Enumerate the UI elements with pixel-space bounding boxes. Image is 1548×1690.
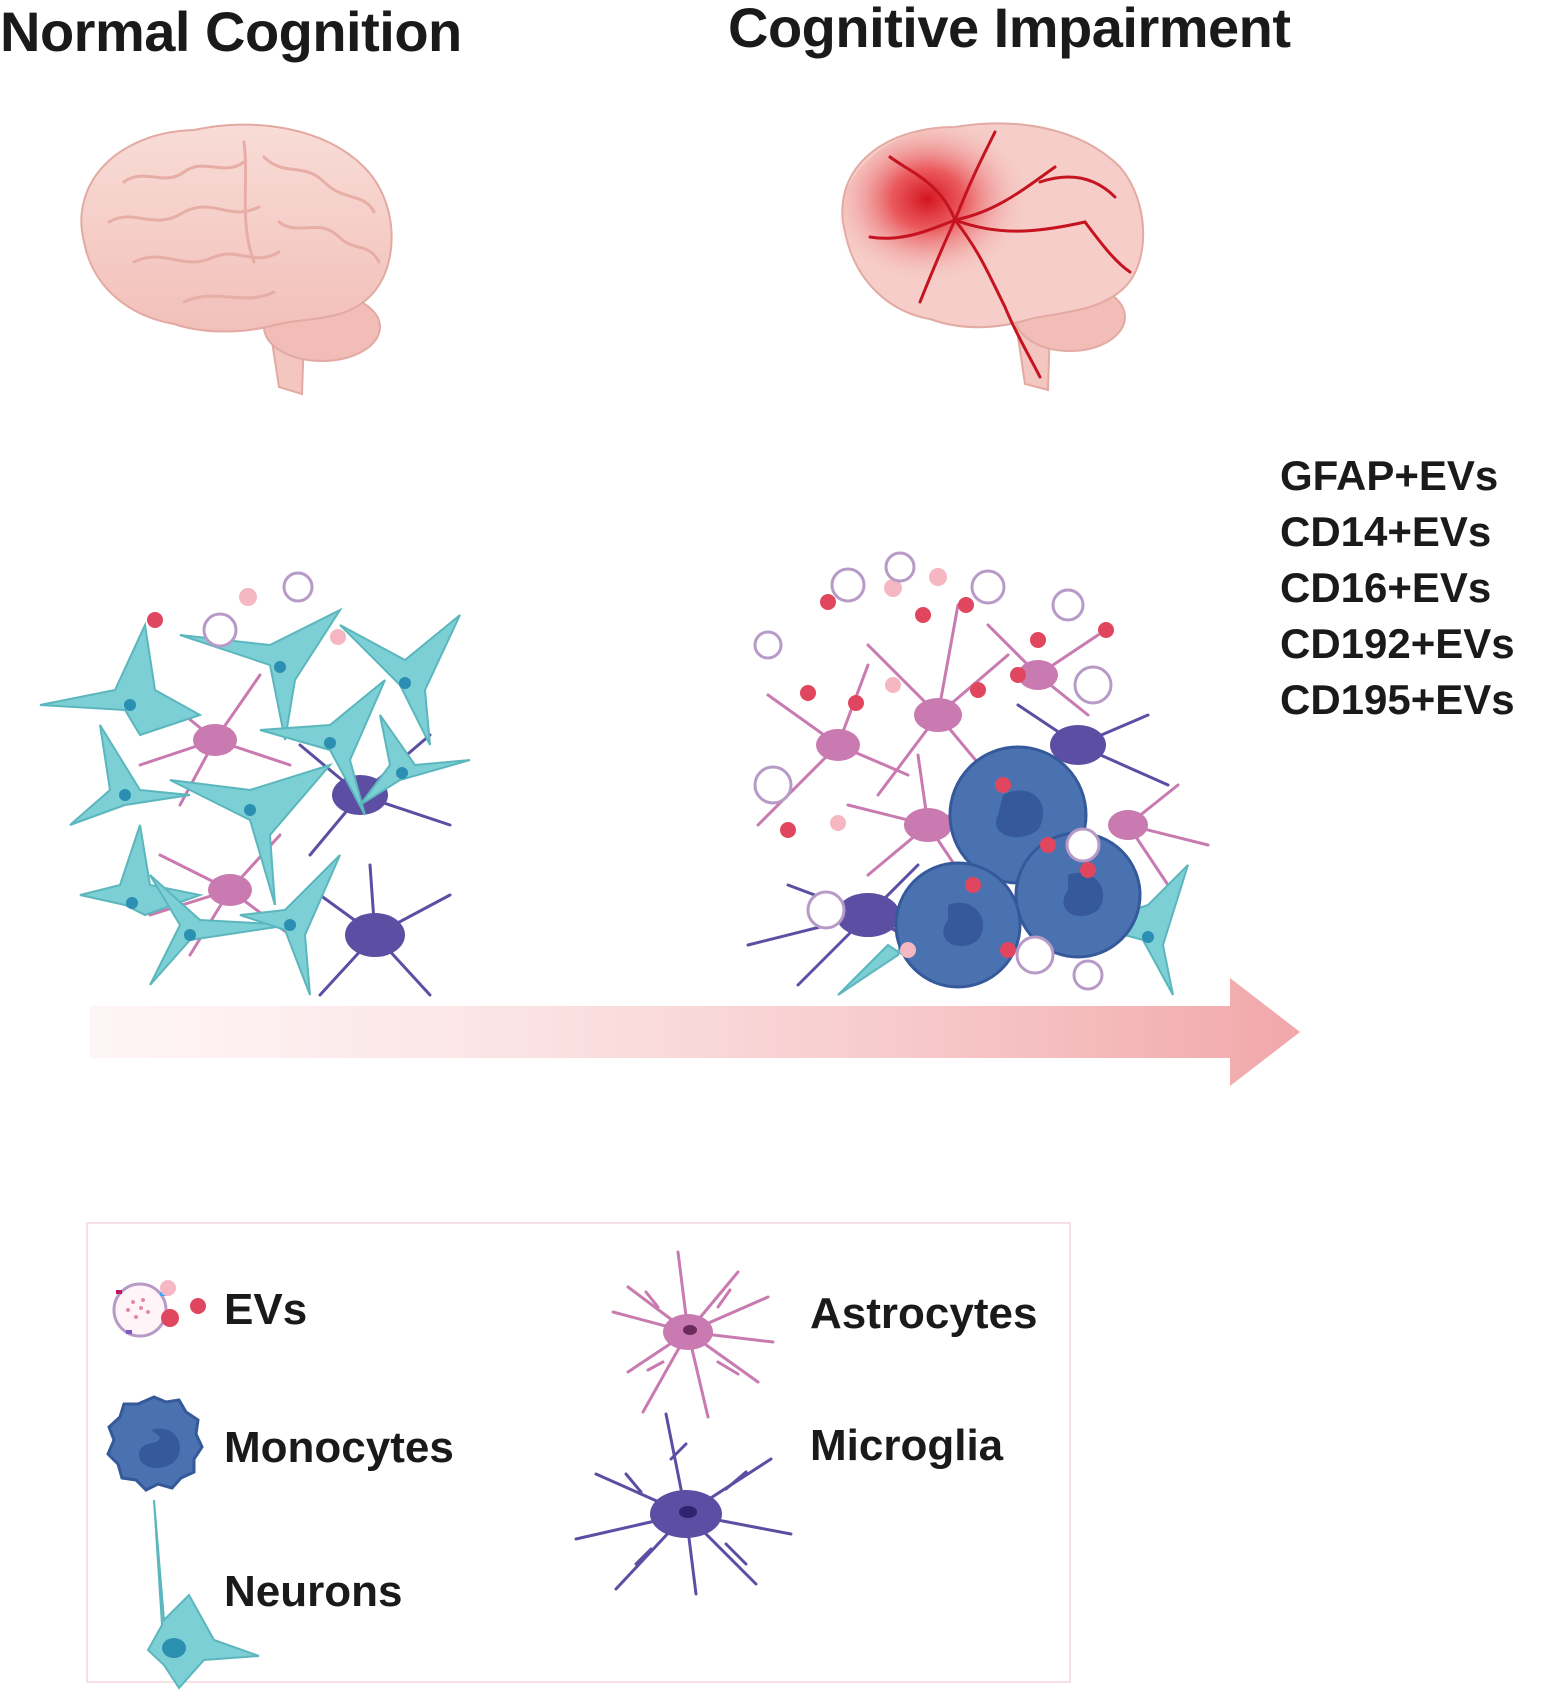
legend-label-neurons: Neurons (224, 1567, 403, 1616)
legend-label-evs: EVs (224, 1285, 308, 1334)
legend-microglia-icon (574, 1412, 793, 1596)
legend-monocyte-icon (106, 1395, 204, 1492)
impaired-ev-particles (753, 551, 1114, 991)
legend-label-microglia: Microglia (810, 1421, 1004, 1470)
progression-arrow (90, 978, 1300, 1086)
impaired-brain-illustration (840, 122, 1145, 392)
legend-neuron-icon (146, 1499, 260, 1690)
legend-astrocyte-icon (611, 1250, 775, 1419)
marker-cd16: CD16+EVs (1280, 564, 1492, 611)
legend: EVs Monocytes Neurons Astrocytes Microgl… (86, 1222, 1071, 1690)
marker-gfap: GFAP+EVs (1280, 452, 1499, 499)
title-cognitive-impairment: Cognitive Impairment (728, 0, 1291, 59)
marker-cd14: CD14+EVs (1280, 508, 1492, 555)
impaired-cell-cluster (746, 551, 1210, 996)
marker-cd192: CD192+EVs (1280, 620, 1515, 667)
normal-cell-cluster (39, 571, 471, 997)
legend-label-astrocytes: Astrocytes (810, 1289, 1038, 1338)
ev-marker-list: GFAP+EVs CD14+EVs CD16+EVs CD192+EVs CD1… (1280, 448, 1515, 728)
legend-ev-icon (112, 1280, 206, 1338)
normal-brain-illustration (80, 123, 393, 396)
title-normal-cognition: Normal Cognition (0, 0, 462, 63)
normal-ev-particles (147, 571, 346, 648)
legend-label-monocytes: Monocytes (224, 1423, 454, 1472)
impaired-monocytes (894, 745, 1142, 989)
marker-cd195: CD195+EVs (1280, 676, 1515, 723)
